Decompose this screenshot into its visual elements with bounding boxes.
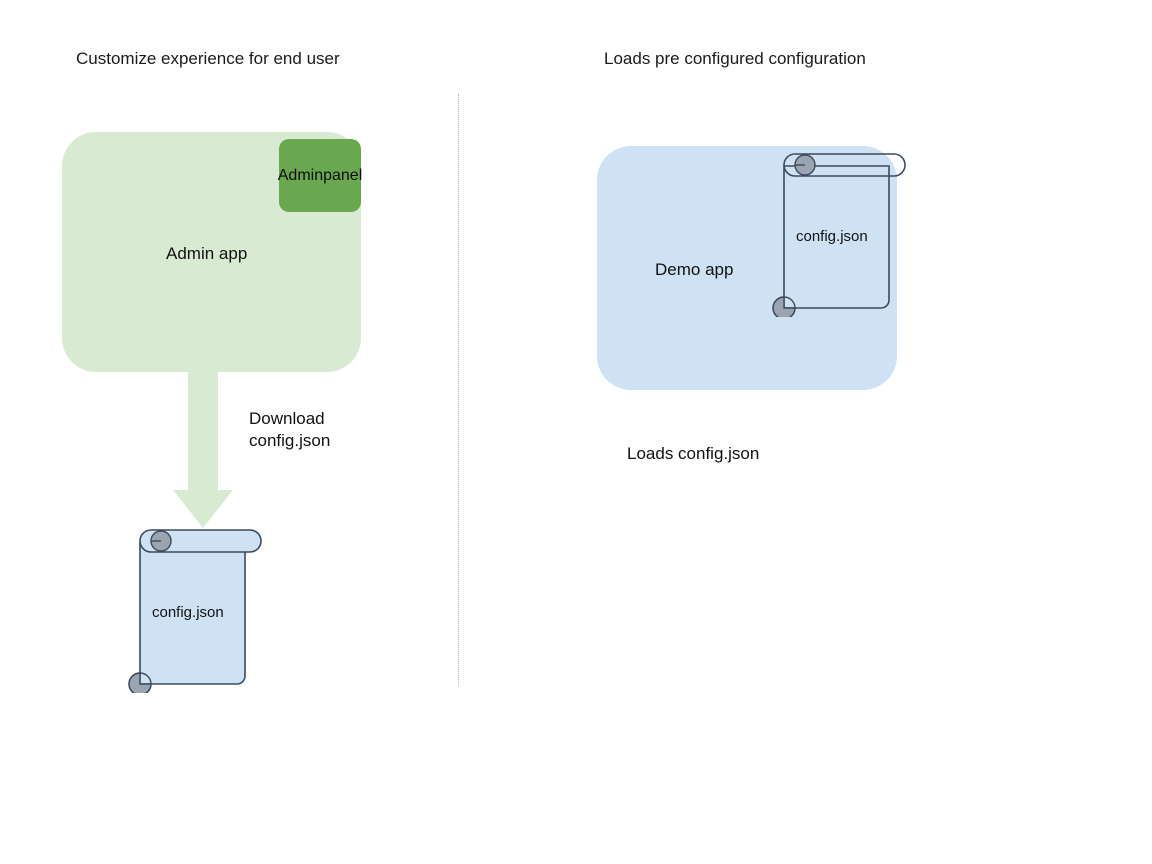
admin-panel-chip[interactable]: Admin panel — [277, 139, 363, 212]
admin-panel-line-1: Admin — [277, 167, 324, 184]
demo-app-label: Demo app — [655, 260, 734, 279]
left-section-title: Customize experience for end user — [76, 49, 340, 68]
config-json-label-right: config.json — [796, 228, 868, 245]
download-label-line-1: Download — [249, 409, 325, 428]
download-label-line-2: config.json — [249, 431, 331, 450]
download-arrow-label: Download config.json — [249, 408, 330, 452]
download-arrow-icon — [173, 370, 233, 528]
admin-app-label: Admin app — [166, 244, 248, 263]
config-json-label-left: config.json — [152, 604, 224, 621]
admin-panel-line-2: panel — [323, 167, 363, 184]
config-json-document-left[interactable] — [118, 528, 270, 693]
config-json-document-right[interactable] — [762, 152, 914, 317]
right-section-title: Loads pre configured configuration — [604, 49, 866, 68]
loads-config-caption: Loads config.json — [627, 444, 760, 463]
demo-app-container — [597, 146, 897, 390]
vertical-divider — [458, 94, 459, 686]
